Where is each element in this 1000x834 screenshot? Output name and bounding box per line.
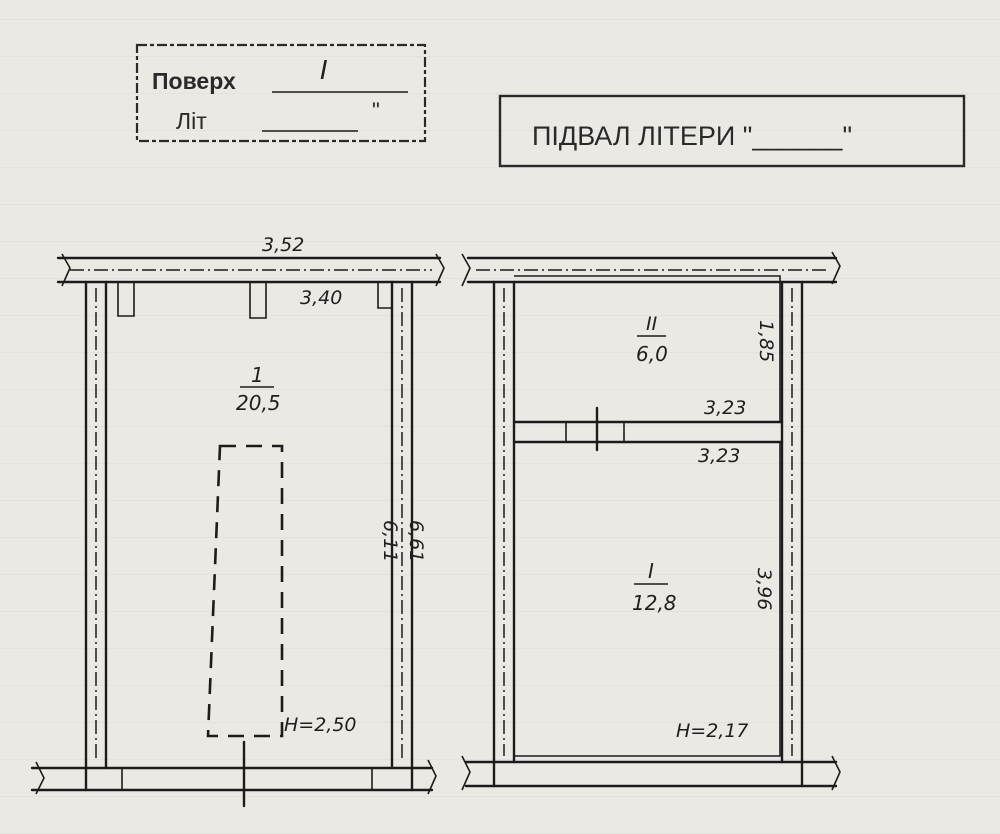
outer-width-label: 3,52 [262,234,304,256]
room-2-number: II [646,313,658,335]
room-1-area: 20,5 [236,391,281,415]
outer-length-label: 6,61 [405,520,427,562]
left-height-label: H=2,50 [284,714,357,736]
left-plan: 3,52 3,40 1 20,5 6,11 6,61 H=2,50 [30,234,445,808]
basement-title-stamp: ПІДВАЛ ЛІТЕРИ "______" [498,94,966,168]
room-1-width-label: 3,23 [698,445,740,467]
letter-value: " [372,98,380,123]
room-1-lower-number: I [648,559,654,583]
room-1-lower-depth-label: 3,96 [753,568,775,610]
right-plan: II 6,0 1,85 3,23 3,23 I 12,8 3,96 H=2,17 [461,251,841,791]
room-2-depth-label: 1,85 [755,320,777,362]
room-2-area: 6,0 [636,342,668,366]
floor-label: Поверх [152,68,236,94]
floor-value: I [320,56,328,86]
room-2-width-label: 3,23 [704,397,746,419]
floor-stamp: Поверх I Літ " [135,43,427,143]
inner-width-label: 3,40 [300,287,342,309]
right-height-label: H=2,17 [676,720,749,742]
room-1-number: 1 [251,363,264,387]
letter-label: Літ [176,108,207,134]
inner-length-label: 6,11 [379,520,401,562]
room-1-lower-area: 12,8 [632,591,677,615]
basement-title: ПІДВАЛ ЛІТЕРИ "______" [532,121,852,151]
